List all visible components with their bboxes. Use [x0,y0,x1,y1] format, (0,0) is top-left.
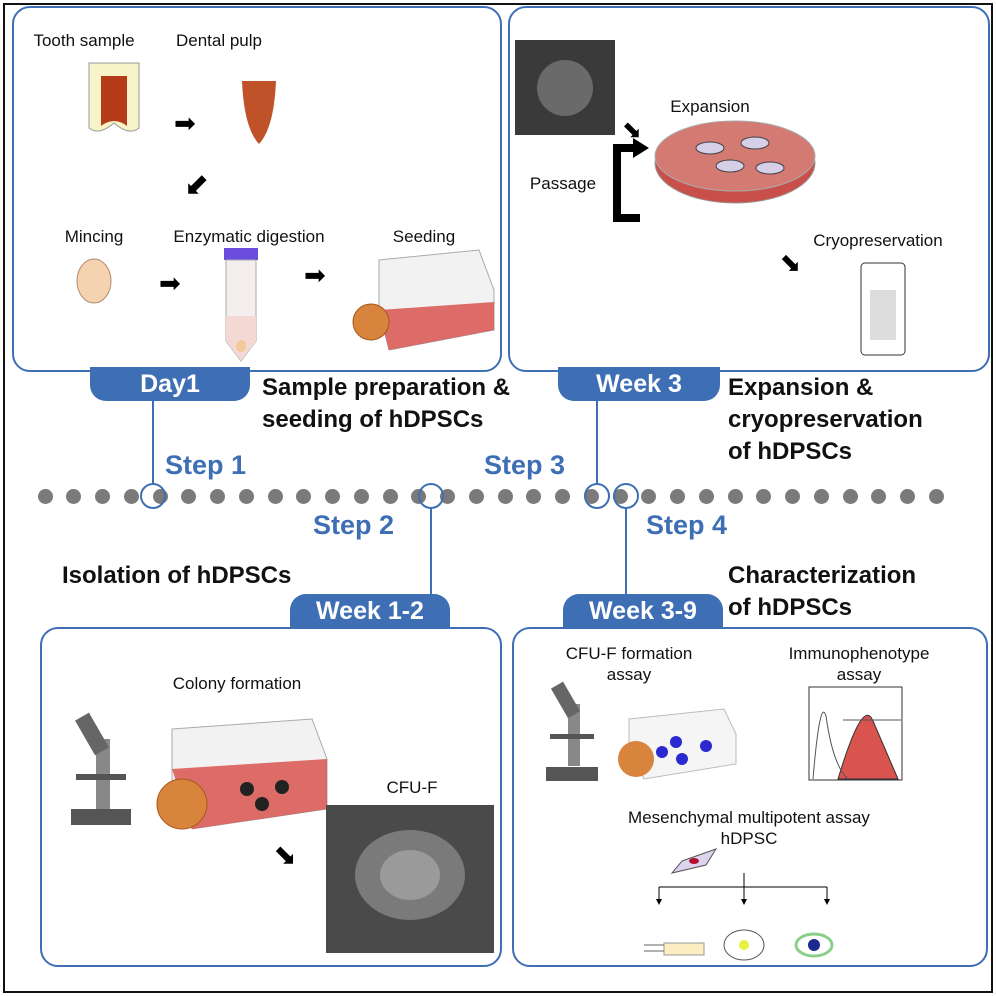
panel-sample-preparation: Tooth sample Dental pulp ➡ ➡ Mincing Enz… [12,6,502,372]
timeline-dot [727,488,743,504]
tab-day1: Day1 [90,367,250,401]
timeline-dot [353,488,369,504]
connector-step-2 [430,508,432,594]
timeline-dot [440,488,455,504]
histogram-chart-icon [808,686,903,781]
culture-flask-colonies-illustration [156,718,328,830]
timeline-dot [267,488,283,504]
panel-expansion: Expansion ➡ Passage Cryopreservation ➡ [508,6,990,372]
timeline-dot [296,488,312,504]
label-mincing: Mincing [64,227,124,246]
step-2-label: Step 2 [313,510,395,540]
connector-step-4 [625,508,627,594]
title-expansion: Expansion & cryopreservation of hDPSCs [728,374,923,465]
panel-isolation: Colony formation CFU-F ➡ [40,627,502,967]
timeline-step-marker [613,483,639,509]
step-1-label: Step 1 [165,450,247,480]
timeline-dot [37,488,53,504]
title-isolation: Isolation of hDPSCs [62,562,292,589]
timeline-step-marker [418,483,444,509]
dental-pulp-illustration [242,81,276,144]
timeline-dot [123,488,139,504]
timeline-dot [641,488,657,504]
arrow-icon: ➡ [174,108,196,138]
culture-flask-cfu-illustration [618,708,737,780]
timeline-step-marker [584,483,610,509]
timeline-dot [670,488,685,504]
timeline-dot [497,488,513,504]
timeline-dot [238,488,254,504]
timeline-dot [325,488,340,504]
petri-dish-illustration [654,120,816,204]
timeline-dot [210,488,225,504]
panel-characterization: CFU-F formation assay Immunophenotype as… [512,627,988,967]
arrow-icon: ➡ [176,164,218,207]
label-tooth-sample: Tooth sample [33,31,135,50]
timeline-dot [900,488,915,504]
connector-step-1 [152,400,154,484]
timeline-dot [66,488,82,504]
arrow-icon: ➡ [159,268,181,298]
timeline-dot [756,488,772,504]
tab-week-1-2: Week 1-2 [290,594,450,628]
timeline-dot [555,488,570,504]
cfu-f-colony-image [326,805,494,953]
connector-step-3 [596,400,598,484]
label-colony-formation: Colony formation [172,674,302,693]
microscope-icon [546,681,598,781]
arrow-icon: ➡ [266,836,305,875]
timeline-dot [181,488,197,504]
label-expansion: Expansion [670,97,750,116]
timeline-dot [842,488,858,504]
minced-tissue-illustration [76,258,112,304]
label-cfu-f: CFU-F [386,778,438,797]
timeline-dot [382,488,398,504]
tab-week-3-9: Week 3-9 [563,594,723,628]
differentiation-tree [644,848,834,961]
arrow-icon: ➡ [304,260,326,290]
passage-loop-arrow [613,138,649,222]
label-immunophenotype-assay: Immunophenotype assay [788,644,930,684]
timeline-dot [928,488,944,504]
label-cryopreservation: Cryopreservation [813,231,943,250]
culture-flask-illustration [352,249,495,351]
title-characterization: Characterization of hDPSCs [728,562,917,621]
outer-frame [3,3,993,993]
timeline-dot [785,488,800,504]
timeline-dot [526,488,542,504]
timeline-dot [95,488,110,504]
tab-week-3: Week 3 [558,367,720,401]
timeline-step-marker [140,483,166,509]
label-cfu-f-assay: CFU-F formation assay [565,644,693,684]
cryovial-illustration [860,262,906,356]
label-passage: Passage [529,174,597,193]
label-dental-pulp: Dental pulp [175,31,262,50]
title-sample-preparation: Sample preparation & seeding of hDPSCs [262,374,511,433]
timeline-dot [468,488,484,504]
label-mesenchymal-assay: Mesenchymal multipotent assay hDPSC [628,808,870,848]
tooth-illustration [88,62,140,132]
timeline-dot [813,488,829,504]
tube-illustration [224,248,258,362]
microscope-icon [71,712,131,825]
label-enzymatic-digestion: Enzymatic digestion [173,227,325,246]
step-3-label: Step 3 [484,450,566,480]
step-4-label: Step 4 [646,510,728,540]
label-seeding: Seeding [392,227,456,246]
timeline-dot [698,488,714,504]
cell-image [515,40,615,135]
timeline-dot [871,488,887,504]
